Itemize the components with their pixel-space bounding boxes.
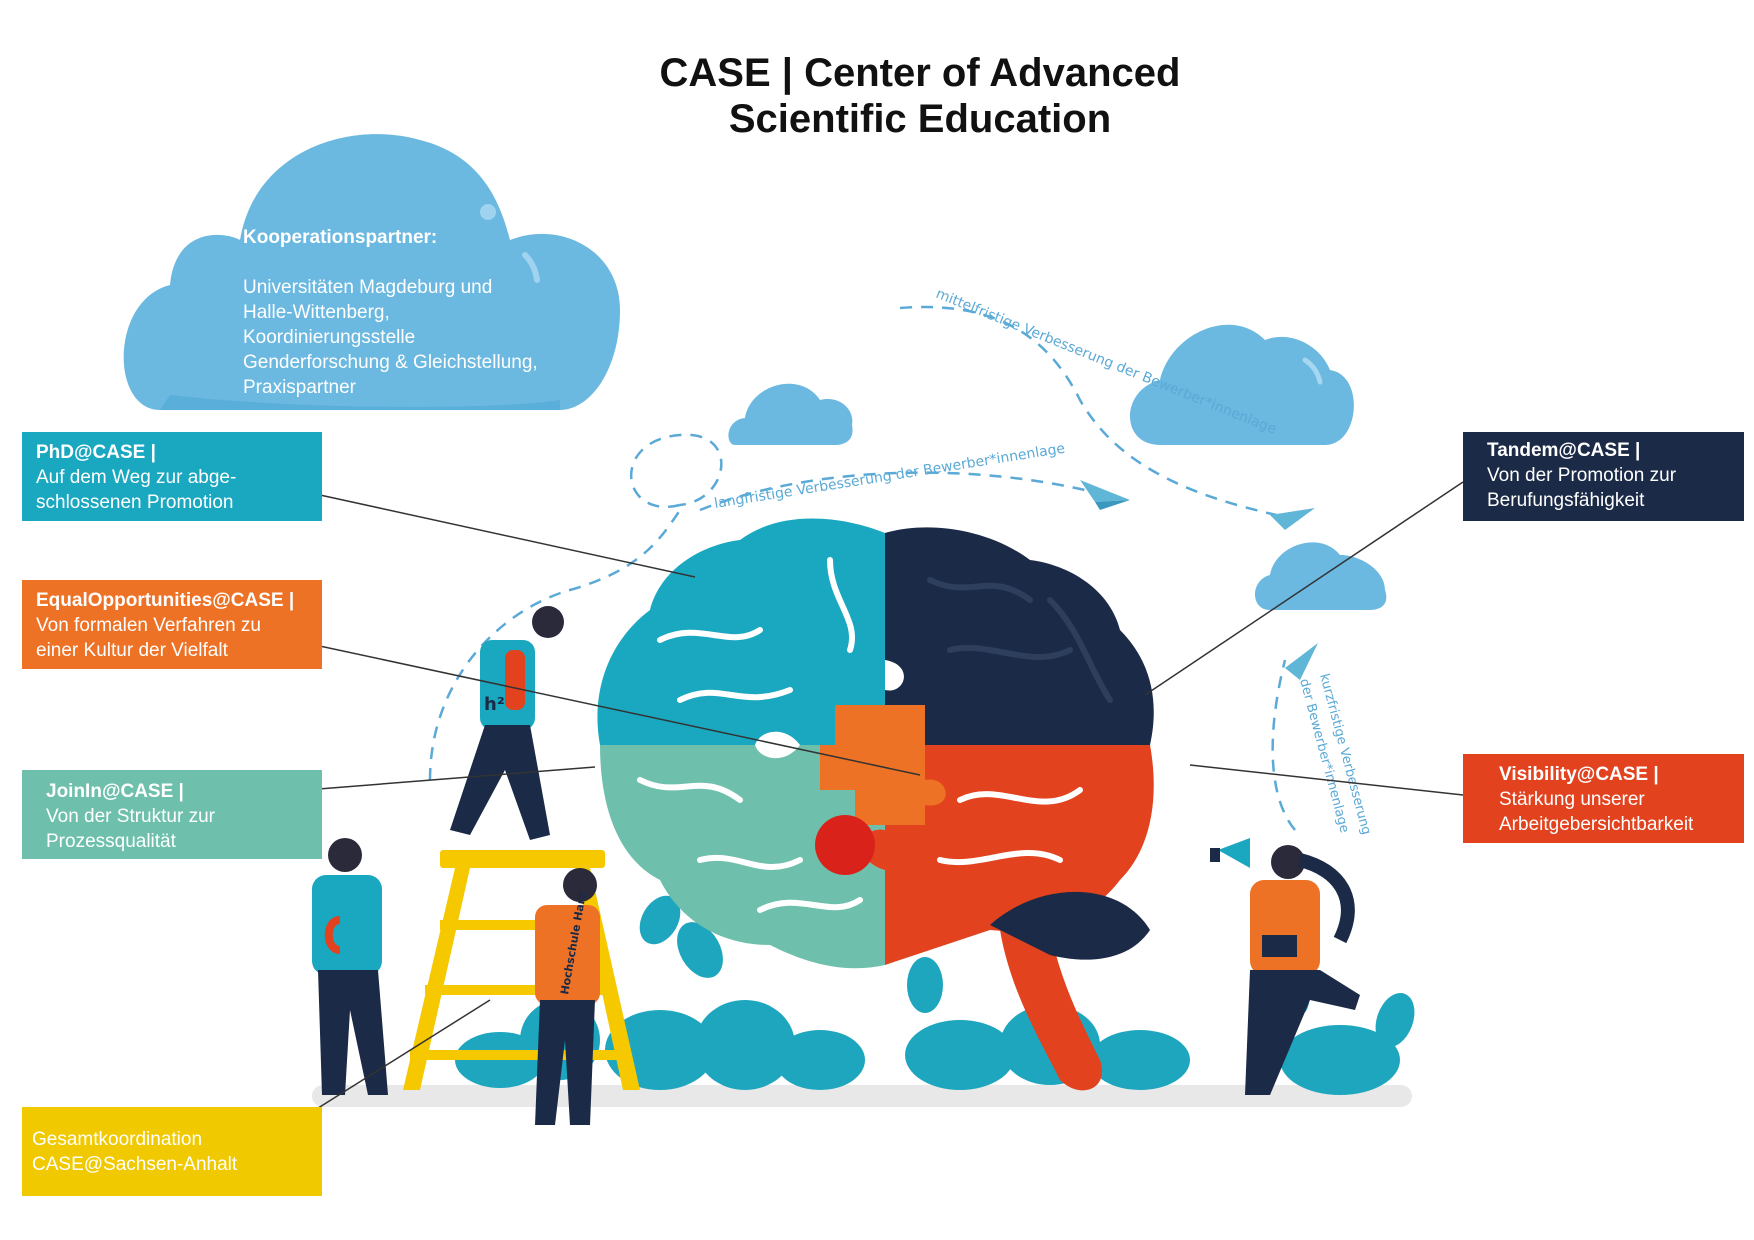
- page-title-line2: Scientific Education: [728, 97, 1112, 141]
- cooperation-line: Genderforschung & Gleichstellung,: [243, 352, 538, 373]
- cooperation-line: Universitäten Magdeburg und: [243, 277, 493, 298]
- brain-puzzle-illustration: [597, 518, 1154, 1091]
- cloud-icon: [728, 383, 853, 445]
- equal-line2: einer Kultur der Vielfalt: [36, 640, 228, 661]
- paper-plane-icon: [1285, 643, 1318, 680]
- megaphone-icon: [1210, 838, 1250, 868]
- phd-line1: Auf dem Weg zur abge-: [36, 467, 237, 488]
- ladder-icon: [403, 850, 640, 1090]
- tandem-heading: Tandem@CASE |: [1487, 440, 1641, 461]
- shirt-badge-climber: h²: [484, 694, 505, 715]
- person-icon: h²: [450, 606, 564, 840]
- gesamt-line2: CASE@Sachsen-Anhalt: [32, 1154, 238, 1175]
- path-label-long: langfristige Verbesserung der Bewerber*i…: [713, 441, 1066, 512]
- paper-plane-icon: [1270, 508, 1315, 530]
- visibility-line1: Stärkung unserer: [1499, 789, 1645, 810]
- cooperation-cloud-text: Kooperationspartner: Universitäten Magde…: [243, 225, 583, 400]
- cooperation-line: Halle-Wittenberg,: [243, 302, 390, 323]
- joinin-heading: JoinIn@CASE |: [46, 781, 184, 802]
- page-title: CASE | Center of Advanced Scientific Edu…: [560, 50, 1280, 142]
- gesamt-line1: Gesamtkoordination: [32, 1129, 203, 1150]
- person-icon: [1210, 838, 1360, 1095]
- cloud-icon: [123, 134, 620, 410]
- tandem-line1: Von der Promotion zur: [1487, 465, 1677, 486]
- cloud-icon: [1130, 324, 1354, 445]
- visibility-line2: Arbeitgebersichtbarkeit: [1499, 814, 1694, 835]
- joinin-line1: Von der Struktur zur: [46, 806, 215, 827]
- cooperation-line: Koordinierungsstelle: [243, 327, 416, 348]
- visibility-heading: Visibility@CASE |: [1499, 764, 1659, 785]
- equal-line1: Von formalen Verfahren zu: [36, 615, 261, 636]
- equal-heading: EqualOpportunities@CASE |: [36, 590, 295, 611]
- paper-plane-icon: [1080, 480, 1130, 510]
- cloud-icon: [1255, 542, 1387, 610]
- tandem-line2: Berufungsfähigkeit: [1487, 490, 1645, 511]
- person-icon: Hochschule Harz: [535, 868, 600, 1125]
- tandem-box: Tandem@CASE | Von der Promotion zur Beru…: [1463, 432, 1744, 521]
- page-title-line1: CASE | Center of Advanced: [659, 51, 1181, 95]
- equal-opportunities-box: EqualOpportunities@CASE | Von formalen V…: [22, 580, 322, 669]
- gesamtkoordination-box: Gesamtkoordination CASE@Sachsen-Anhalt: [22, 1107, 322, 1196]
- phd-heading: PhD@CASE |: [36, 442, 156, 463]
- joinin-box: JoinIn@CASE | Von der Struktur zur Proze…: [22, 770, 322, 859]
- cooperation-line: Praxispartner: [243, 377, 356, 398]
- joinin-line2: Prozessqualität: [46, 831, 176, 852]
- phd-box: PhD@CASE | Auf dem Weg zur abge- schloss…: [22, 432, 322, 521]
- cooperation-heading: Kooperationspartner:: [243, 227, 438, 248]
- phd-line2: schlossenen Promotion: [36, 492, 234, 513]
- visibility-box: Visibility@CASE | Stärkung unserer Arbei…: [1463, 754, 1744, 843]
- person-icon: [312, 838, 388, 1095]
